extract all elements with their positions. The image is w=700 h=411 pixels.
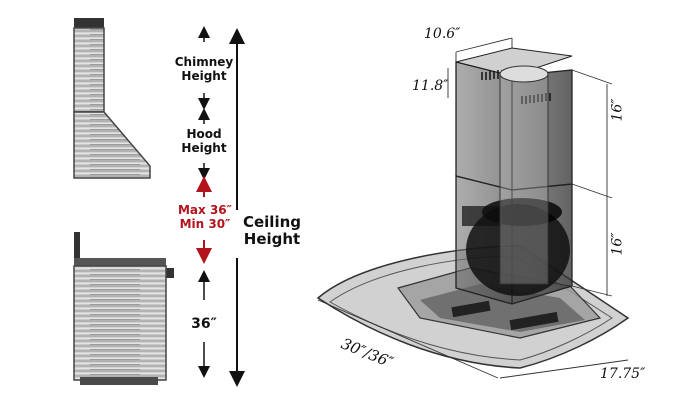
cooktop-edge	[74, 258, 166, 266]
hood-3d-view	[316, 47, 630, 369]
hood-height-label-line1: Hood	[186, 127, 222, 141]
range-body	[73, 265, 167, 381]
upper-chimney-height-label: 16″	[609, 98, 626, 122]
counter-height-label: 36″	[191, 316, 217, 332]
chimney-height-label: Chimney Height	[166, 55, 242, 84]
height-arrows	[196, 26, 245, 387]
ceiling-height-label-line1: Ceiling	[242, 213, 302, 231]
max-clearance-label: Max 36″	[177, 203, 233, 217]
lower-chimney-height-label: 16″	[609, 232, 626, 256]
knob	[166, 268, 174, 278]
hood-height-label-line2: Height	[181, 140, 227, 155]
chimney-height-label-line1: Chimney	[174, 55, 234, 69]
clearance-label: Max 36″ Min 30″	[160, 203, 250, 232]
hood-canopy	[73, 111, 151, 179]
ceiling-height-label-line2: Height	[243, 230, 301, 249]
ceiling-height-label: Ceiling Height	[240, 213, 304, 249]
hood-height-label: Hood Height	[166, 127, 242, 156]
chimney-depth-label: 11.8″	[412, 78, 449, 94]
chimney-width-label: 10.6″	[424, 26, 461, 42]
range-backguard	[74, 232, 80, 264]
min-clearance-label: Min 30″	[179, 216, 231, 231]
dimension-lines	[317, 37, 629, 379]
chimney-cover	[73, 27, 105, 113]
chimney-height-label-line2: Height	[181, 68, 227, 83]
range-side-view	[73, 232, 174, 385]
range-toe-kick	[80, 377, 158, 385]
hood-side-view	[73, 18, 151, 179]
hood-depth-label: 17.75″	[600, 366, 646, 382]
chimney-cap	[74, 18, 104, 28]
exhaust-duct	[499, 73, 549, 285]
blower-motor	[466, 204, 570, 296]
